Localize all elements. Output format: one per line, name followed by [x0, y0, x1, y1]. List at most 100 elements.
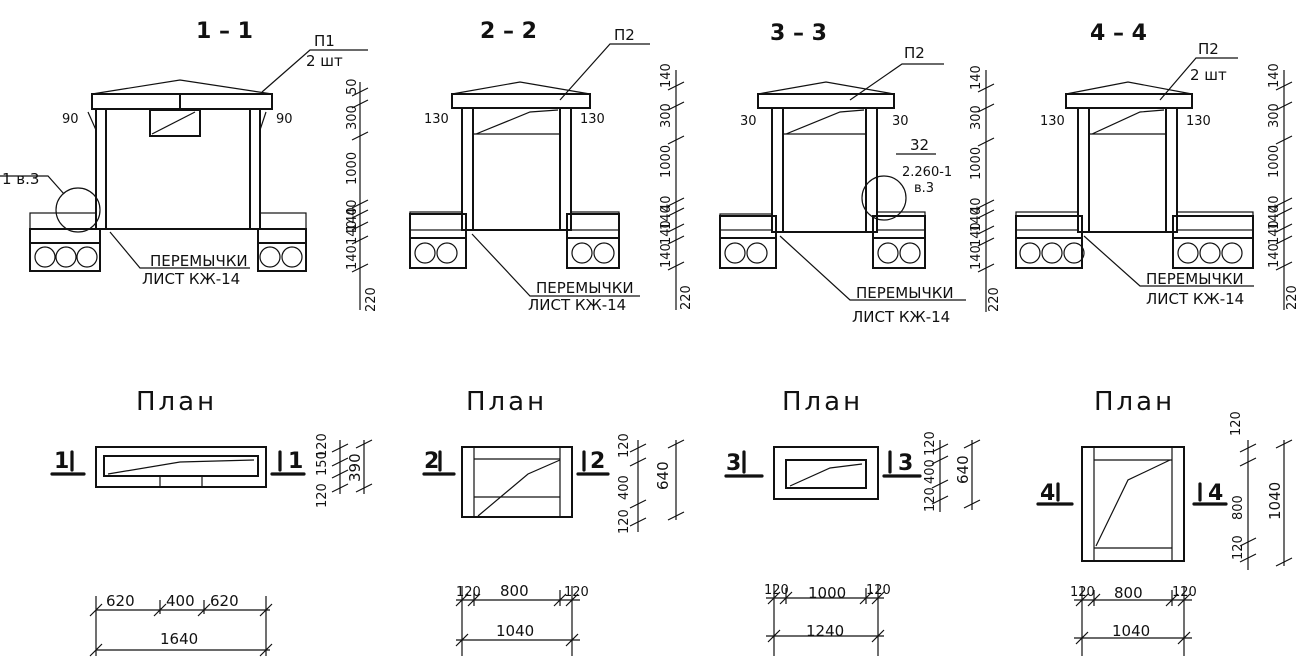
svg-text:800: 800	[500, 582, 529, 600]
lintel-label: ПЕРЕМЫЧКИ	[150, 252, 248, 270]
plan-title: План	[136, 387, 217, 417]
svg-text:40: 40	[969, 197, 984, 214]
insulation-right	[257, 228, 307, 244]
svg-text:140: 140	[659, 220, 674, 245]
cut-mark-right: 2	[590, 449, 605, 474]
svg-text:1000: 1000	[808, 584, 846, 602]
dim-wall-left: 90	[62, 112, 79, 127]
svg-text:120: 120	[315, 433, 330, 458]
plate-mark: П2	[1198, 40, 1219, 58]
svg-text:140: 140	[659, 63, 674, 88]
dim-wall-right: 30	[892, 114, 909, 129]
wall-right	[1165, 107, 1178, 233]
node-number: 32	[910, 136, 929, 154]
lintel-leader	[109, 231, 250, 269]
slab-left	[29, 242, 101, 272]
floor-right	[259, 212, 307, 230]
plan-1: План 1 1 120 150 120 390 620 400 620 164…	[50, 387, 373, 657]
lintel-label: ПЕРЕМЫЧКИ	[856, 284, 954, 302]
sheet-label: ЛИСТ КЖ-14	[142, 270, 240, 288]
svg-text:120: 120	[617, 433, 632, 458]
svg-text:150: 150	[315, 451, 330, 476]
svg-text:400: 400	[923, 459, 938, 484]
svg-text:400: 400	[617, 475, 632, 500]
node-circle	[55, 187, 101, 233]
dim-wall-left: 30	[740, 114, 757, 129]
plan-title: План	[782, 387, 863, 417]
node-ref: 1 в.3	[2, 170, 39, 188]
section-title: 1 – 1	[196, 19, 253, 44]
cut-mark-right: 1	[288, 449, 303, 474]
svg-text:120: 120	[456, 585, 481, 600]
plan-title: План	[1094, 387, 1175, 417]
plate-leader	[261, 49, 368, 93]
svg-text:1040: 1040	[1112, 622, 1150, 640]
section-3-3: 3 – 3 П2 32 2.260-1 в.3 ПЕРЕМЫЧКИ ЛИСТ К…	[719, 21, 1002, 326]
section-1-1: 1 – 1 П1 2 шт 1 в.3 ПЕРЕМЫЧКИ ЛИСТ КЖ-14	[0, 19, 379, 312]
svg-text:300: 300	[345, 105, 360, 130]
wall-left	[1077, 107, 1090, 233]
svg-text:220: 220	[1285, 285, 1300, 310]
svg-text:400: 400	[166, 592, 195, 610]
wall-left	[95, 108, 107, 230]
cut-mark-left: 3	[726, 451, 741, 476]
svg-text:620: 620	[106, 592, 135, 610]
plan-2: План 2 2 120 400 120 640 120 800 120 104…	[422, 387, 685, 656]
plate-mark: П2	[614, 26, 635, 44]
wall-right	[249, 108, 261, 230]
plan-4: План 4 4 120 800 120 1040 120 800 120 10…	[1036, 387, 1293, 656]
svg-text:800: 800	[1114, 584, 1143, 602]
svg-text:1000: 1000	[1267, 145, 1282, 178]
svg-text:140: 140	[1267, 205, 1282, 230]
svg-text:800: 800	[1231, 495, 1246, 520]
cover-plate	[91, 93, 273, 110]
svg-text:40: 40	[659, 195, 674, 212]
svg-text:120: 120	[1229, 411, 1244, 436]
node-issue: в.3	[914, 181, 934, 196]
svg-text:140: 140	[969, 207, 984, 232]
cut-mark-right: 4	[1208, 481, 1223, 506]
svg-text:120: 120	[866, 583, 891, 598]
section-4-4: 4 – 4 П2 2 шт ПЕРЕМЫЧКИ ЛИСТ КЖ-14 130 1…	[1015, 21, 1300, 310]
svg-text:120: 120	[564, 585, 589, 600]
svg-text:120: 120	[315, 483, 330, 508]
cover-plate	[451, 93, 591, 109]
insulation-left	[29, 228, 101, 244]
section-2-2: 2 – 2 П2 ПЕРЕМЫЧКИ ЛИСТ КЖ-14 130 130 14…	[409, 19, 694, 314]
plate-qty: 2 шт	[1190, 66, 1227, 84]
sheet-label: ЛИСТ КЖ-14	[528, 296, 626, 314]
cut-mark-right: 3	[898, 451, 913, 476]
svg-text:120: 120	[923, 431, 938, 456]
svg-text:640: 640	[954, 455, 972, 484]
svg-text:50: 50	[345, 78, 360, 95]
opening-diag	[151, 111, 196, 135]
svg-text:140: 140	[969, 245, 984, 270]
svg-text:140: 140	[345, 207, 360, 232]
cut-mark-left: 1	[54, 449, 69, 474]
svg-text:120: 120	[764, 583, 789, 598]
sand-cover	[91, 79, 273, 95]
plate-mark: П2	[904, 44, 925, 62]
svg-text:140: 140	[969, 65, 984, 90]
lintel-label: ПЕРЕМЫЧКИ	[536, 279, 634, 297]
svg-text:120: 120	[1231, 535, 1246, 560]
svg-text:120: 120	[1172, 585, 1197, 600]
lintel-leader	[1083, 235, 1254, 287]
svg-text:390: 390	[346, 453, 364, 482]
svg-text:120: 120	[1070, 585, 1095, 600]
svg-text:40: 40	[345, 199, 360, 216]
plan-outline	[461, 446, 573, 518]
svg-text:620: 620	[210, 592, 239, 610]
slab-right	[257, 242, 307, 272]
svg-text:140: 140	[345, 245, 360, 270]
svg-text:120: 120	[617, 509, 632, 534]
cut-mark-left: 4	[1040, 481, 1055, 506]
wall-right	[559, 107, 572, 231]
svg-text:140: 140	[659, 243, 674, 268]
plan-title: План	[466, 387, 547, 417]
plate-qty: 2 шт	[306, 52, 343, 70]
vdim-texts: 50 300 1000 40 140 140 140 220	[345, 78, 379, 312]
svg-text:1000: 1000	[659, 145, 674, 178]
sheet-label: ЛИСТ КЖ-14	[852, 308, 950, 326]
